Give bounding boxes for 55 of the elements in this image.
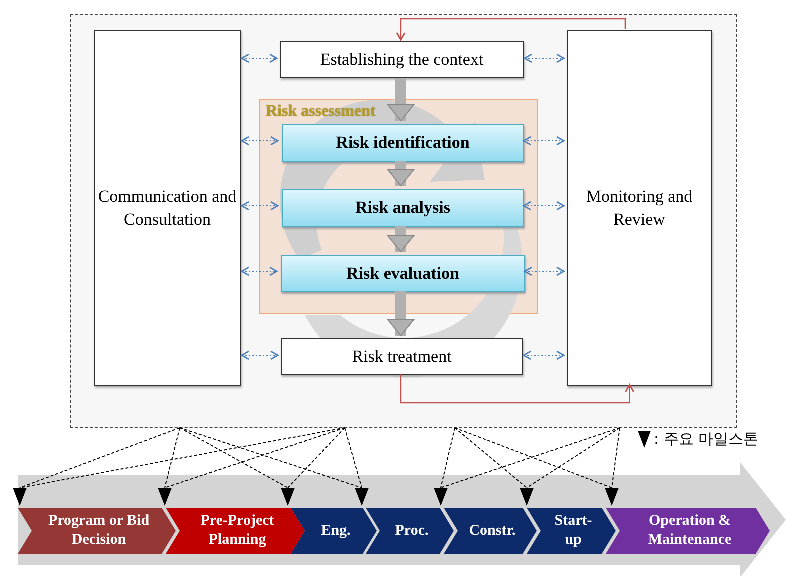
- dashed-line: [440, 428, 456, 488]
- phase-label: Pre-Project Planning: [200, 512, 276, 550]
- side-box: [94, 30, 241, 386]
- phase-box: [606, 508, 770, 554]
- block-arrow: [388, 161, 414, 186]
- box-label: Risk analysis: [356, 198, 450, 218]
- block-arrow: [388, 78, 414, 122]
- dotted-arrow: [241, 54, 278, 64]
- box-label: Risk identification: [336, 133, 470, 153]
- phase-label: Start-up: [554, 512, 594, 550]
- dashed-line: [164, 428, 346, 488]
- dashed-line: [288, 428, 346, 488]
- dotted-arrow: [523, 201, 565, 211]
- block-arrow: [388, 226, 414, 252]
- dashed-line: [20, 428, 346, 488]
- phase-label: Proc.: [395, 522, 429, 540]
- dashed-line: [344, 428, 362, 488]
- dotted-arrow: [523, 350, 565, 360]
- phase-box: [18, 508, 176, 554]
- dashed-line: [180, 428, 362, 488]
- phase-label: Constr.: [469, 522, 516, 540]
- phase-box: [166, 508, 305, 554]
- dotted-arrow: [241, 266, 278, 276]
- phase-label: Operation & Maintenance: [647, 512, 733, 550]
- dotted-arrow: [524, 54, 565, 64]
- dotted-arrow: [241, 350, 279, 360]
- dotted-arrow: [523, 136, 565, 146]
- dashed-line: [180, 428, 288, 488]
- legend-text: : 주요 마일스톤: [654, 430, 759, 449]
- diagram-frame: [70, 14, 737, 428]
- process-box: [281, 338, 523, 375]
- feedback-arrow: [400, 374, 635, 404]
- box-label: Communication and Consultation: [97, 186, 238, 231]
- dashed-line: [526, 428, 620, 488]
- process-box: [282, 124, 524, 162]
- phase-label: Program or Bid Decision: [47, 512, 151, 550]
- band-title: Risk assessment: [266, 103, 376, 121]
- dashed-line: [612, 428, 620, 488]
- box-label: Monitoring and Review: [585, 186, 694, 231]
- dashed-line: [20, 428, 180, 488]
- box-label: Risk treatment: [352, 346, 452, 366]
- feedback-arrow: [396, 18, 626, 41]
- process-box: [280, 41, 524, 78]
- dotted-arrow: [524, 266, 565, 276]
- side-box: [567, 30, 712, 386]
- box-label: Risk evaluation: [346, 264, 460, 284]
- process-box: [281, 255, 525, 292]
- block-arrow: [388, 291, 414, 336]
- dotted-arrow: [241, 136, 279, 146]
- box-label: Establishing the context: [320, 50, 484, 70]
- dashed-line: [164, 428, 180, 488]
- dashed-line: [454, 428, 528, 488]
- phase-label: Eng.: [321, 522, 351, 540]
- process-box: [282, 189, 524, 227]
- dotted-arrow: [241, 201, 279, 211]
